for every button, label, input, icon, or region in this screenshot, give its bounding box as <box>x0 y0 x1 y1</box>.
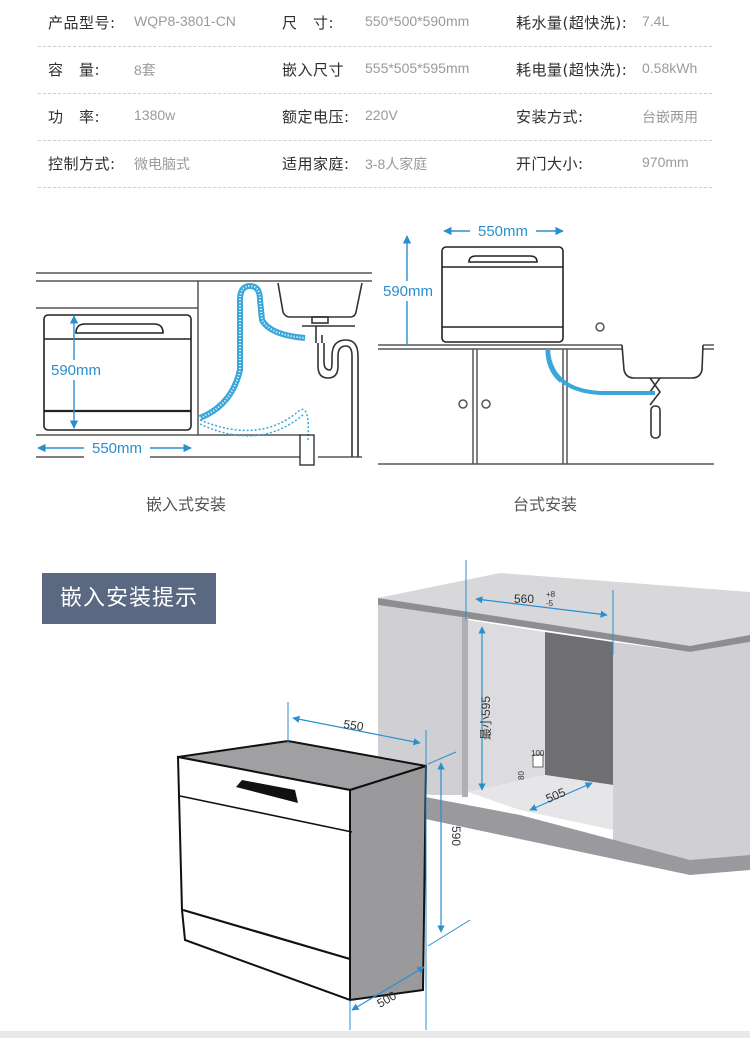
cabinet-width-tolerance-minus: -5 <box>546 599 554 608</box>
cabinet-width-label: 560 <box>514 592 534 606</box>
spec-row: 控制方式: 微电脑式 适用家庭: 3-8人家庭 开门大小: 970mm <box>38 141 712 188</box>
width-label: 550mm <box>478 223 528 240</box>
unit-width-label: 550 <box>343 717 365 734</box>
cabinet-height-label: 最小595 <box>479 696 493 740</box>
spec-label: 耗水量(超快洗): <box>516 14 628 32</box>
spec-table: 产品型号: WQP8-3801-CN 尺 寸: 550*500*590mm 耗水… <box>38 0 712 188</box>
spec-value: 台嵌两用 <box>642 109 698 125</box>
installation-tips-badge: 嵌入安装提示 <box>42 573 216 624</box>
spec-label: 容 量: <box>48 61 101 79</box>
spec-label: 额定电压: <box>282 108 350 126</box>
spec-value: 1380w <box>134 107 176 123</box>
spec-label: 产品型号: <box>48 14 116 32</box>
spec-value: 0.58kWh <box>642 60 698 76</box>
spec-value: 550*500*590mm <box>365 13 470 29</box>
spec-label: 尺 寸: <box>282 14 335 32</box>
spec-value: 970mm <box>642 154 689 170</box>
spec-label: 控制方式: <box>48 155 116 173</box>
countertop-caption: 台式安装 <box>513 495 578 514</box>
spec-row: 容 量: 8套 嵌入尺寸 555*505*595mm 耗电量(超快洗): 0.5… <box>38 47 712 94</box>
notch-height-label: 80 <box>517 771 526 780</box>
cabinet-width-tolerance-plus: +8 <box>546 590 556 599</box>
dishwasher-front <box>43 314 192 431</box>
dishwasher-3d <box>176 739 428 1002</box>
spec-row: 功 率: 1380w 额定电压: 220V 安装方式: 台嵌两用 <box>38 94 712 141</box>
spec-value: 3-8人家庭 <box>365 156 428 172</box>
spec-value: 555*505*595mm <box>365 60 470 76</box>
spec-label: 开门大小: <box>516 155 584 173</box>
spec-label: 功 率: <box>48 108 101 126</box>
spec-label: 适用家庭: <box>282 155 350 173</box>
notch-width-label: 100 <box>531 749 545 758</box>
built-in-diagram: 590mm 550mm <box>36 272 372 466</box>
height-label: 590mm <box>51 362 101 379</box>
spec-value: 微电脑式 <box>134 156 190 172</box>
spec-label: 安装方式: <box>516 108 584 126</box>
dishwasher-front <box>441 246 564 343</box>
spec-row: 产品型号: WQP8-3801-CN 尺 寸: 550*500*590mm 耗水… <box>38 0 712 47</box>
spec-label: 耗电量(超快洗): <box>516 61 628 79</box>
bottom-divider <box>0 1031 750 1038</box>
drain-hose <box>198 282 306 421</box>
unit-height-label: 590 <box>449 826 463 846</box>
width-label: 550mm <box>92 440 142 457</box>
countertop-diagram: 550mm 590mm <box>378 221 714 465</box>
spec-value: 7.4L <box>642 13 670 29</box>
height-label: 590mm <box>383 283 433 300</box>
spec-value: WQP8-3801-CN <box>134 13 236 29</box>
installation-3d-diagram: 560 +8 -5 最小595 505 100 80 550 590 500 <box>176 560 750 1030</box>
built-in-caption: 嵌入式安装 <box>146 495 227 514</box>
spec-value: 220V <box>365 107 398 123</box>
spec-value: 8套 <box>134 62 156 78</box>
spec-label: 嵌入尺寸 <box>282 61 345 79</box>
